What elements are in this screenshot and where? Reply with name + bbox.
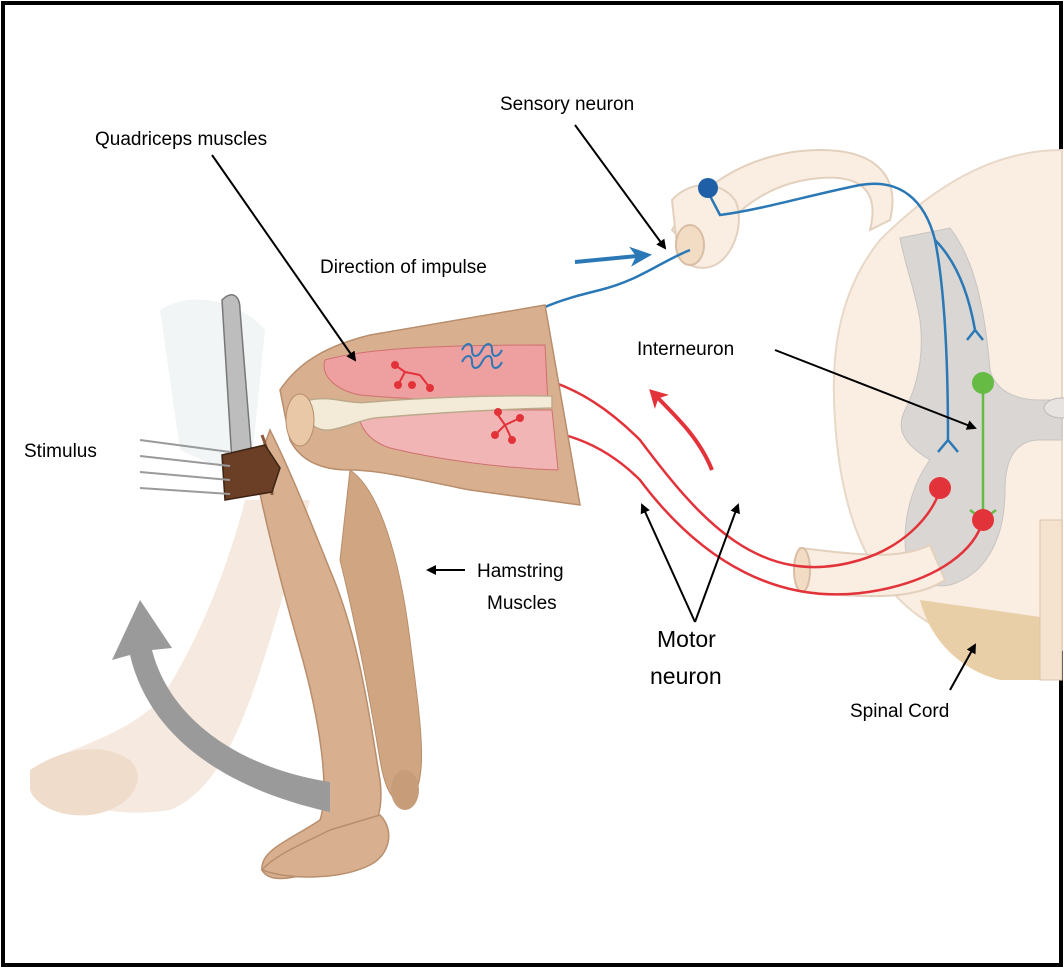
hamstring-label-line1: Hamstring [477,561,564,582]
ventral-root-cut-end [794,548,810,592]
motor-neuron-label-line1: Motor [657,626,716,652]
ankle-bone [391,770,419,810]
spinal-cord-label: Spinal Cord [850,701,949,722]
hamstring-label-line2: Muscles [487,593,557,614]
dorsal-root-cut-end [676,225,704,265]
interneuron-cell-body [972,372,994,394]
stimulus-label: Stimulus [24,441,97,462]
direction-of-impulse-label: Direction of impulse [320,257,487,278]
patella [286,394,314,446]
sensory-neuron-label: Sensory neuron [500,94,634,115]
spinal-right-tube [1040,520,1062,680]
motor-cell-body-upper [929,477,951,499]
quadriceps-label: Quadriceps muscles [95,129,267,150]
motor-neuron-label-line2: neuron [650,663,722,689]
motor-cell-body-lower [972,509,994,531]
interneuron-label: Interneuron [637,339,734,360]
sensory-cell-body [698,178,718,198]
